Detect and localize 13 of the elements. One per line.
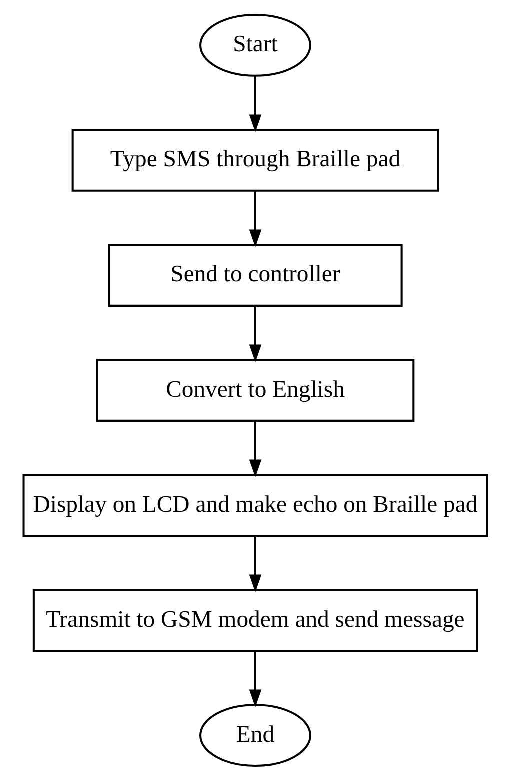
node-box: Type SMS through Braille pad <box>72 129 440 192</box>
arrow <box>249 306 262 362</box>
node-ellipse: Start <box>200 14 312 77</box>
arrow <box>249 536 262 592</box>
arrow <box>249 652 262 708</box>
node-box: Display on LCD and make echo on Braille pad <box>22 474 488 537</box>
node-box: Transmit to GSM modem and send message <box>32 589 478 652</box>
node-box: Send to controller <box>108 244 403 307</box>
node-box: Convert to English <box>96 359 415 422</box>
arrow <box>249 76 262 132</box>
arrow <box>249 191 262 248</box>
arrow <box>249 422 262 478</box>
node-ellipse: End <box>200 704 312 768</box>
